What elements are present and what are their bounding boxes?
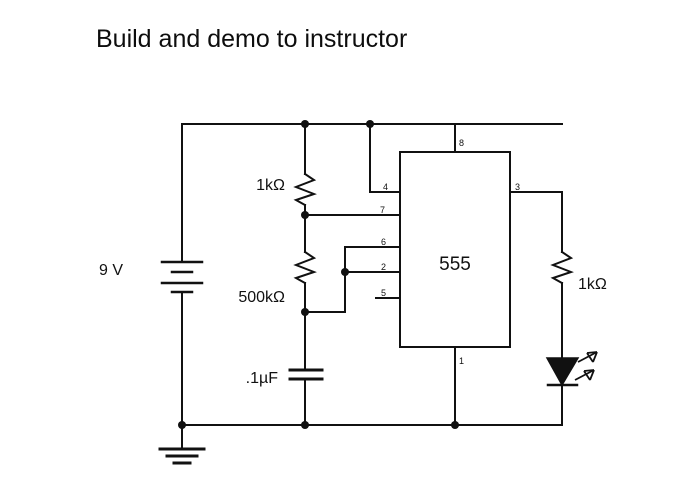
pin-label-1: 1: [459, 356, 464, 366]
battery-symbol: [160, 260, 204, 294]
led-light-arrows: [574, 351, 598, 381]
resistor-middle-symbol: [293, 250, 317, 285]
battery-label: 9 V: [99, 262, 123, 279]
capacitor-symbol: [288, 368, 324, 381]
resistor-led-symbol: [550, 250, 574, 285]
capacitor-label: .1µF: [246, 370, 279, 387]
resistor-top-label: 1kΩ: [256, 177, 285, 194]
wire-pin4: [369, 123, 401, 193]
wire-pin6-pin2-tie: [304, 246, 401, 313]
junction-top-middle: [301, 120, 309, 128]
junction-pin7: [301, 211, 309, 219]
junction-500k-bottom: [301, 308, 309, 316]
pin-label-4: 4: [383, 182, 388, 192]
led-symbol: [545, 357, 580, 387]
junction-ground-pin1: [451, 421, 459, 429]
junction-pin6-pin2: [341, 268, 349, 276]
pin-label-3: 3: [515, 182, 520, 192]
pin-label-7: 7: [380, 205, 385, 215]
junction-dots: [178, 120, 459, 429]
wire-pin3-output: [509, 191, 563, 426]
junction-top-pin4: [366, 120, 374, 128]
ground-symbol: [158, 424, 206, 465]
pin-label-2: 2: [381, 262, 386, 272]
junction-ground-cap: [301, 421, 309, 429]
ic-555-label: 555: [439, 254, 471, 275]
pin-label-6: 6: [381, 237, 386, 247]
resistor-middle-label: 500kΩ: [238, 289, 285, 306]
ic-555-body: [399, 151, 511, 348]
junction-ground-left: [178, 421, 186, 429]
resistor-led-label: 1kΩ: [578, 276, 607, 293]
pin-label-5: 5: [381, 288, 386, 298]
page-title: Build and demo to instructor: [96, 25, 408, 53]
pin-label-8: 8: [459, 138, 464, 148]
resistor-top-symbol: [293, 172, 317, 207]
